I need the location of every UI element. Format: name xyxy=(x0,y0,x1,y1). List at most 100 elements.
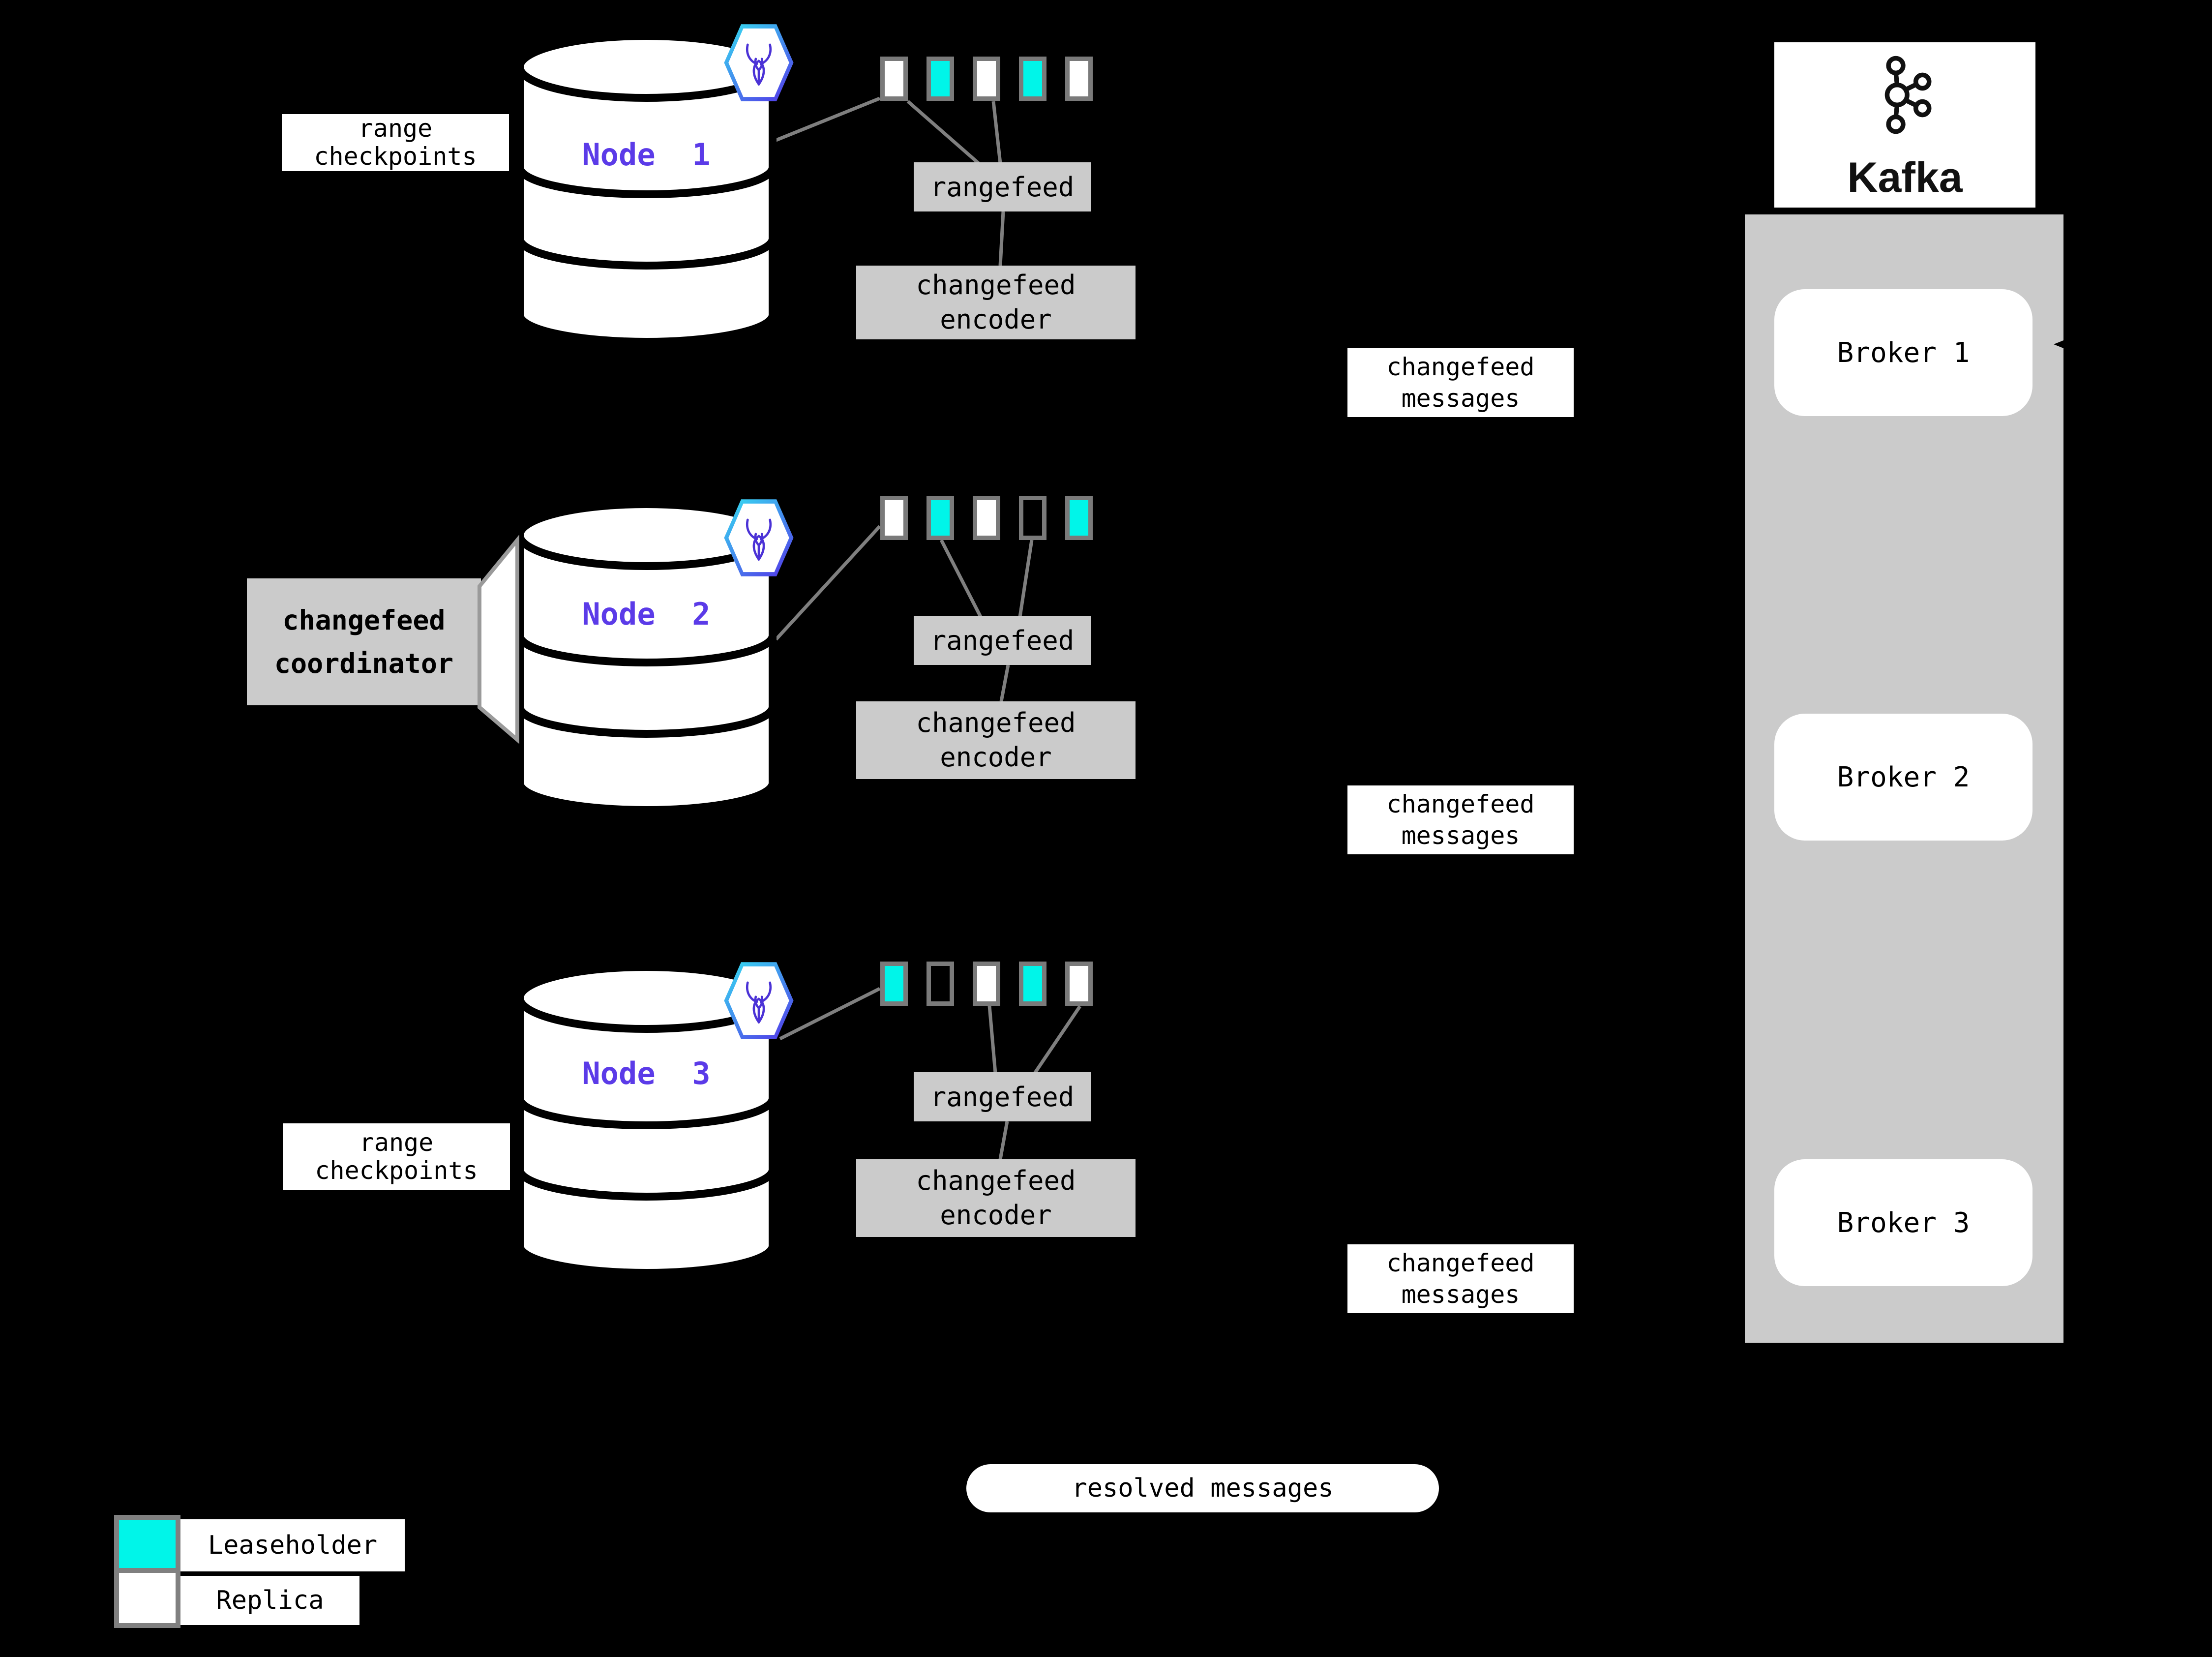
range-fill xyxy=(1070,966,1088,1001)
messages-line1: changefeed xyxy=(1386,353,1535,381)
changefeed-coordinator-label: changefeed coordinator xyxy=(247,578,481,705)
changefeed-messages-label-2: changefeed messages xyxy=(1347,785,1574,854)
node-cylinder xyxy=(516,32,777,346)
legend-label-text: Replica xyxy=(216,1586,324,1615)
range-checkpoints-line1: range xyxy=(359,1128,434,1157)
cockroachdb-badge-inner xyxy=(728,503,789,572)
range-cell xyxy=(880,496,908,540)
broker-box-1: Broker 1 xyxy=(1774,289,2033,416)
changefeed-messages-label-1: changefeed messages xyxy=(1347,348,1574,417)
range-cell xyxy=(973,57,1000,101)
messages-line2: messages xyxy=(1401,384,1520,413)
range-cell xyxy=(927,57,954,101)
range-fill xyxy=(1070,500,1088,536)
cockroachdb-badge-inner xyxy=(728,28,789,97)
range-fill xyxy=(977,966,996,1001)
coordinator-line2: coordinator xyxy=(274,648,454,679)
range-checkpoints-line1: range xyxy=(358,114,433,143)
changefeed-messages-label-3: changefeed messages xyxy=(1347,1244,1574,1313)
connector-line xyxy=(1018,540,1034,617)
connector-line xyxy=(906,100,980,165)
cockroach-logo-icon xyxy=(746,981,772,1024)
range-fill xyxy=(1070,61,1088,96)
connector-line xyxy=(1033,1005,1081,1074)
range-fill xyxy=(1023,500,1042,536)
broker-box-2: Broker 2 xyxy=(1774,714,2033,841)
cockroachdb-badge-icon xyxy=(724,24,794,101)
rangefeed-box-node-2: rangefeed xyxy=(914,616,1091,665)
node-1-label: Node 1 xyxy=(582,137,711,173)
range-cell xyxy=(973,962,1000,1006)
cockroach-logo-icon xyxy=(746,43,772,86)
connector-line xyxy=(987,1005,997,1074)
range-checkpoints-label-node-1: range checkpoints xyxy=(282,114,509,171)
range-row-node-2 xyxy=(880,496,1102,540)
range-fill xyxy=(1023,966,1042,1001)
range-fill xyxy=(885,966,903,1001)
rangefeed-label: rangefeed xyxy=(930,625,1075,656)
encoder-label-line2: encoder xyxy=(940,1200,1052,1231)
encoder-label-line1: changefeed xyxy=(916,707,1076,738)
changefeed-encoder-box-node-1: changefeed encoder xyxy=(856,266,1136,339)
range-row-node-3 xyxy=(880,962,1102,1006)
messages-line1: changefeed xyxy=(1386,1249,1535,1277)
range-cell xyxy=(927,962,954,1006)
broker-box-3: Broker 3 xyxy=(1774,1159,2033,1286)
cockroachdb-badge-icon xyxy=(724,499,794,576)
range-fill xyxy=(1023,61,1042,96)
node-cylinder xyxy=(516,500,777,814)
messages-line1: changefeed xyxy=(1386,790,1535,818)
rangefeed-label: rangefeed xyxy=(930,171,1075,203)
range-cell xyxy=(1065,962,1093,1006)
encoder-label-line1: changefeed xyxy=(916,270,1076,301)
connector-line xyxy=(779,987,881,1041)
range-fill xyxy=(931,61,950,96)
range-cell xyxy=(1065,496,1093,540)
rangefeed-box-node-3: rangefeed xyxy=(914,1072,1091,1121)
range-cell xyxy=(1019,962,1046,1006)
connector-line xyxy=(775,525,881,641)
connector-line xyxy=(998,211,1005,266)
kafka-brokers-panel: Broker 1 Broker 2 Broker 3 xyxy=(1745,214,2063,1343)
node-3-label: Node 3 xyxy=(582,1055,711,1091)
range-cell xyxy=(973,496,1000,540)
changefeed-encoder-box-node-2: changefeed encoder xyxy=(856,701,1136,779)
connector-line xyxy=(939,539,983,618)
cockroachdb-badge-inner xyxy=(728,966,789,1035)
legend-leaseholder-swatch xyxy=(114,1515,180,1573)
range-cell xyxy=(880,962,908,1006)
range-checkpoints-line2: checkpoints xyxy=(315,1156,478,1185)
range-cell xyxy=(1019,496,1046,540)
range-fill xyxy=(885,61,903,96)
range-cell xyxy=(880,57,908,101)
node-2-label: Node 2 xyxy=(582,596,711,632)
rangefeed-label: rangefeed xyxy=(930,1081,1075,1113)
range-fill xyxy=(931,966,950,1001)
connector-line xyxy=(775,96,881,142)
encoder-label-line2: encoder xyxy=(940,304,1052,335)
coordinator-flag-shape xyxy=(478,534,519,744)
legend-replica-label: Replica xyxy=(180,1576,359,1625)
range-row-node-1 xyxy=(880,57,1102,101)
cockroachdb-badge-icon xyxy=(724,962,794,1039)
resolved-messages-label: resolved messages xyxy=(1072,1474,1334,1503)
legend-swatch-fill xyxy=(119,1520,176,1568)
broker-3-label: Broker 3 xyxy=(1837,1206,1970,1239)
range-fill xyxy=(977,500,996,536)
kafka-logo-icon xyxy=(1884,56,1931,134)
encoder-label-line2: encoder xyxy=(940,742,1052,773)
range-cell xyxy=(1065,57,1093,101)
legend-swatch-fill xyxy=(119,1573,176,1623)
messages-line2: messages xyxy=(1401,1280,1520,1309)
messages-line2: messages xyxy=(1401,821,1520,850)
legend-replica-swatch xyxy=(114,1568,180,1628)
broker-1-label: Broker 1 xyxy=(1837,336,1970,369)
changefeed-encoder-box-node-3: changefeed encoder xyxy=(856,1159,1136,1237)
encoder-label-line1: changefeed xyxy=(916,1165,1076,1196)
range-fill xyxy=(977,61,996,96)
connector-line xyxy=(999,664,1010,702)
legend-leaseholder-label: Leaseholder xyxy=(180,1519,405,1571)
range-cell xyxy=(1019,57,1046,101)
cockroach-logo-icon xyxy=(746,518,772,561)
